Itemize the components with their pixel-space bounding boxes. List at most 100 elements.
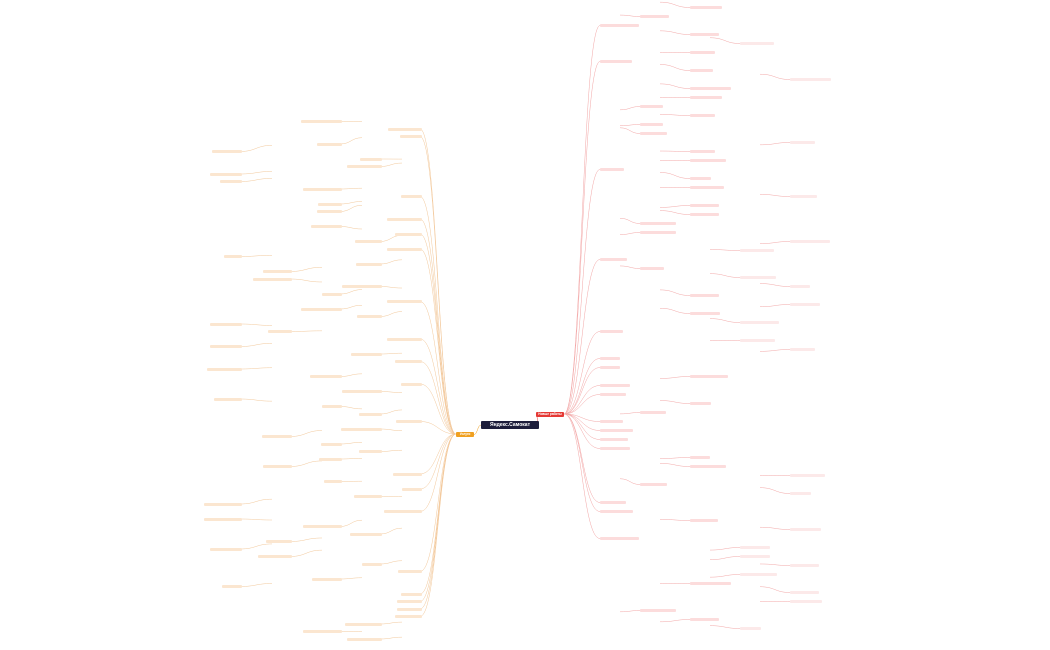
mindmap-node[interactable]: [740, 573, 777, 576]
mindmap-node[interactable]: [690, 33, 719, 36]
mindmap-node[interactable]: [790, 492, 811, 495]
mindmap-node[interactable]: [690, 69, 713, 72]
mindmap-node[interactable]: [354, 495, 382, 498]
mindmap-node[interactable]: [640, 15, 669, 18]
mindmap-node[interactable]: [600, 429, 633, 432]
mindmap-node[interactable]: [600, 330, 623, 333]
mindmap-node[interactable]: [360, 157, 382, 161]
mindmap-node[interactable]: [321, 442, 342, 446]
mindmap-node[interactable]: [341, 427, 382, 431]
mindmap-node[interactable]: [342, 390, 382, 393]
mindmap-node[interactable]: [311, 225, 342, 228]
mindmap-node[interactable]: [640, 132, 667, 135]
mindmap-node[interactable]: [640, 609, 676, 612]
mindmap-node[interactable]: [690, 312, 720, 315]
mindmap-node[interactable]: [790, 474, 825, 477]
mindmap-node[interactable]: [690, 465, 726, 468]
mindmap-node[interactable]: [690, 51, 715, 54]
mindmap-node[interactable]: [690, 618, 719, 621]
mindmap-node[interactable]: [347, 165, 382, 168]
mindmap-node[interactable]: [690, 177, 711, 180]
mindmap-node[interactable]: [395, 615, 422, 618]
mindmap-node[interactable]: [790, 600, 822, 603]
mindmap-node[interactable]: [204, 517, 242, 521]
mindmap-node[interactable]: [319, 457, 342, 461]
mindmap-node[interactable]: [262, 435, 292, 438]
mindmap-node[interactable]: [790, 141, 815, 144]
mindmap-node[interactable]: [640, 267, 664, 270]
mindmap-node[interactable]: [210, 547, 242, 551]
mindmap-node[interactable]: [268, 330, 292, 333]
mindmap-node[interactable]: [600, 384, 630, 387]
mindmap-node[interactable]: [303, 525, 342, 528]
mindmap-node[interactable]: [310, 375, 342, 378]
mindmap-node[interactable]: [362, 562, 382, 566]
mindmap-node[interactable]: [600, 438, 628, 441]
mindmap-node[interactable]: [263, 270, 292, 273]
mindmap-node[interactable]: [347, 637, 382, 641]
mindmap-node[interactable]: [690, 213, 719, 216]
mindmap-node[interactable]: [690, 294, 719, 297]
mindmap-node[interactable]: [322, 405, 342, 408]
mindmap-node[interactable]: [220, 180, 242, 183]
mindmap-node[interactable]: [401, 592, 422, 596]
mindmap-node[interactable]: [355, 240, 382, 243]
mindmap-node[interactable]: [690, 519, 718, 522]
mindmap-node[interactable]: [690, 159, 726, 162]
mindmap-node[interactable]: [397, 607, 422, 611]
mindmap-node[interactable]: [600, 60, 632, 63]
mindmap-node[interactable]: [207, 367, 242, 371]
mindmap-node[interactable]: [212, 150, 242, 153]
mindmap-node[interactable]: [690, 582, 731, 585]
mindmap-node[interactable]: [312, 577, 342, 581]
mindmap-node[interactable]: [740, 546, 770, 549]
mindmap-node[interactable]: [400, 135, 422, 138]
mindmap-node[interactable]: [258, 555, 292, 558]
root-node[interactable]: Яндекс.Самокат: [481, 421, 539, 429]
mindmap-node[interactable]: [640, 222, 676, 225]
mindmap-node[interactable]: [401, 195, 422, 198]
mindmap-node[interactable]: [690, 6, 722, 9]
mindmap-node[interactable]: [395, 232, 422, 236]
mindmap-node[interactable]: [210, 322, 242, 326]
mindmap-node[interactable]: [357, 315, 382, 318]
mindmap-node[interactable]: [600, 420, 623, 423]
mindmap-node[interactable]: [600, 447, 630, 450]
mindmap-node[interactable]: [393, 472, 422, 476]
branch-left[interactable]: Услуги: [456, 432, 474, 437]
mindmap-node[interactable]: [359, 412, 382, 416]
mindmap-node[interactable]: [790, 348, 815, 351]
mindmap-node[interactable]: [317, 210, 342, 213]
mindmap-node[interactable]: [253, 277, 292, 281]
mindmap-node[interactable]: [740, 276, 776, 279]
mindmap-node[interactable]: [342, 285, 382, 288]
mindmap-node[interactable]: [690, 402, 711, 405]
mindmap-node[interactable]: [790, 78, 831, 81]
mindmap-node[interactable]: [640, 411, 666, 414]
mindmap-node[interactable]: [790, 564, 819, 567]
mindmap-node[interactable]: [384, 510, 422, 513]
mindmap-node[interactable]: [600, 510, 633, 513]
mindmap-node[interactable]: [396, 420, 422, 423]
mindmap-node[interactable]: [387, 217, 422, 221]
mindmap-node[interactable]: [345, 622, 382, 626]
mindmap-node[interactable]: [359, 450, 382, 453]
mindmap-node[interactable]: [303, 630, 342, 633]
mindmap-node[interactable]: [690, 96, 722, 99]
mindmap-node[interactable]: [690, 375, 728, 378]
mindmap-node[interactable]: [640, 123, 663, 126]
mindmap-node[interactable]: [640, 105, 663, 108]
mindmap-node[interactable]: [740, 555, 770, 558]
mindmap-node[interactable]: [395, 360, 422, 363]
mindmap-node[interactable]: [401, 382, 422, 386]
mindmap-node[interactable]: [402, 487, 422, 491]
mindmap-node[interactable]: [266, 540, 292, 543]
mindmap-node[interactable]: [350, 532, 382, 536]
mindmap-node[interactable]: [690, 456, 710, 459]
mindmap-node[interactable]: [318, 202, 342, 206]
mindmap-node[interactable]: [301, 120, 342, 123]
mindmap-node[interactable]: [322, 292, 342, 296]
mindmap-node[interactable]: [224, 255, 242, 258]
mindmap-node[interactable]: [397, 600, 422, 603]
mindmap-node[interactable]: [740, 321, 779, 324]
